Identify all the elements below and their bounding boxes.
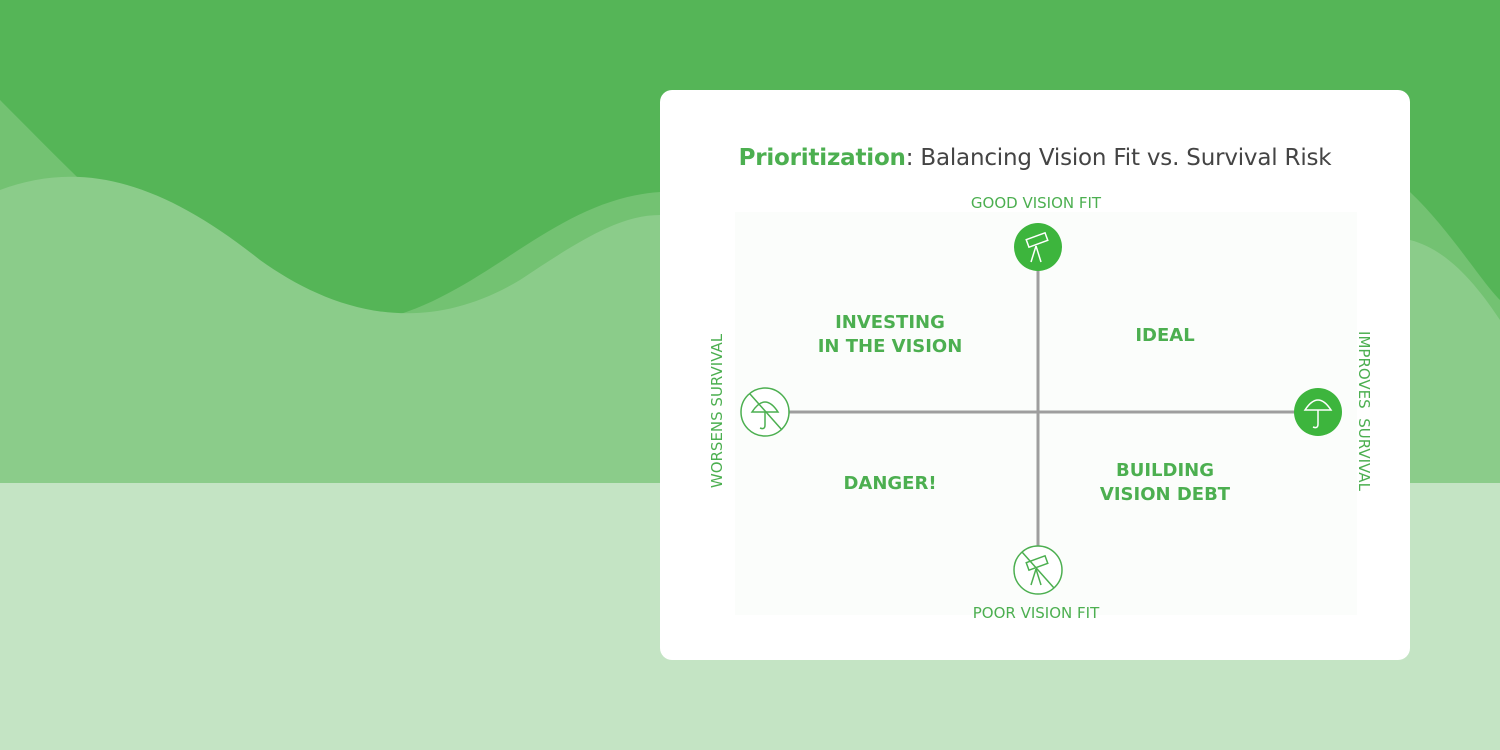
quadrant-text: INVESTING xyxy=(835,312,945,333)
quadrant-bottom-right: BUILDING VISION DEBT xyxy=(1065,459,1265,507)
quadrant-text: IDEAL xyxy=(1135,325,1195,346)
quadrant-bottom-left: DANGER! xyxy=(790,472,990,496)
quadrant-text: IN THE VISION xyxy=(817,336,963,357)
title-rest: : Balancing Vision Fit vs. Survival Risk xyxy=(905,145,1332,171)
quadrant-text: BUILDING xyxy=(1116,460,1214,481)
quadrant-text: DANGER! xyxy=(843,473,937,494)
no-telescope-icon xyxy=(1013,545,1063,595)
axis-label-bottom: POOR VISION FIT xyxy=(972,604,1100,622)
umbrella-icon xyxy=(1294,388,1342,436)
quadrant-top-left: INVESTING IN THE VISION xyxy=(790,311,990,359)
quadrant-text: VISION DEBT xyxy=(1099,484,1231,505)
axis-label-left: WORSENS SURVIVAL xyxy=(708,333,726,489)
no-umbrella-icon xyxy=(740,387,790,437)
diagram-title: Prioritization: Balancing Vision Fit vs.… xyxy=(660,145,1410,171)
title-bold: Prioritization xyxy=(738,145,906,171)
telescope-icon xyxy=(1014,223,1062,271)
axis-label-top: GOOD VISION FIT xyxy=(970,194,1102,212)
quadrant-top-right: IDEAL xyxy=(1065,324,1265,348)
axis-label-right: IMPROVES SURVIVAL xyxy=(1355,331,1373,491)
